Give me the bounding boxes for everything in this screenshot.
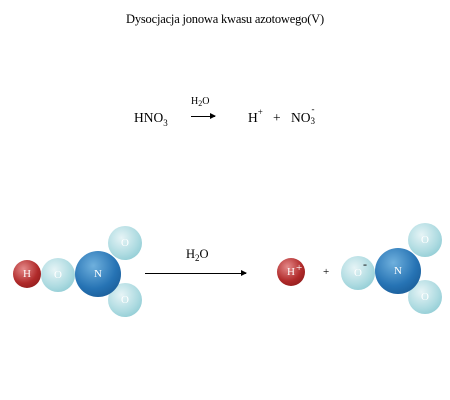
hydrogen-ion-charge: + [296, 262, 303, 274]
nitrogen-atom: N [75, 251, 121, 297]
hydrogen-atom: H [13, 260, 41, 288]
oxygen-atom-left: O [41, 258, 75, 292]
model-reaction-arrow [145, 270, 247, 276]
oxygen-atom-top: O [108, 226, 142, 260]
reactant-formula: HNO3 [134, 110, 168, 128]
anion-charge: - [363, 257, 367, 271]
anion-nitrogen-atom: N [375, 248, 421, 294]
solvent-label-equation: H2O [191, 96, 210, 108]
product-nitrate-ion: NO-3 [291, 104, 315, 126]
diagram-title: Dysocjacja jonowa kwasu azotowego(V) [126, 12, 324, 26]
anion-oxygen-top: O [408, 223, 442, 257]
equation-plus: + [273, 110, 281, 125]
hydrogen-ion-atom: H [277, 258, 305, 286]
equation-arrow [191, 113, 216, 119]
model-plus: + [323, 266, 330, 278]
product-hydrogen-ion: H+ [248, 107, 263, 125]
anion-oxygen-left: O [341, 256, 375, 290]
solvent-label-model: H2O [186, 247, 209, 263]
